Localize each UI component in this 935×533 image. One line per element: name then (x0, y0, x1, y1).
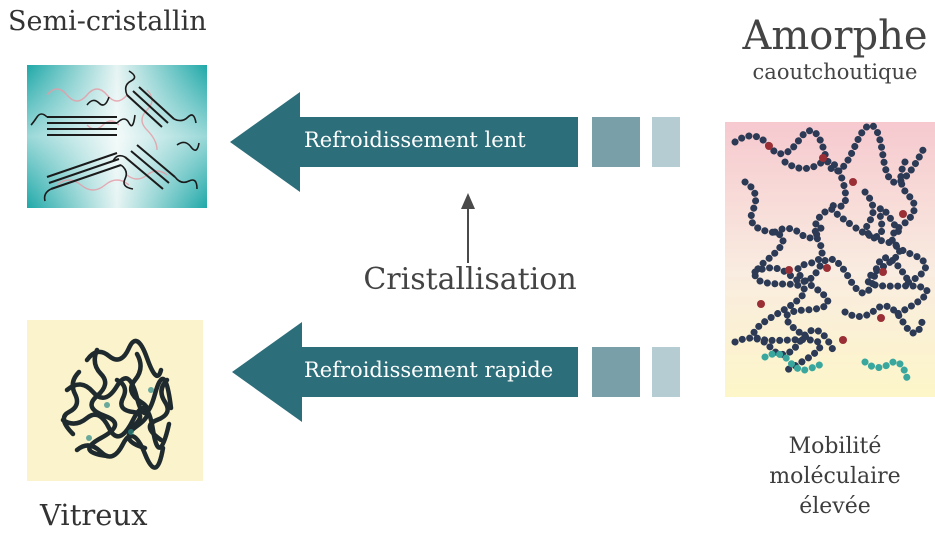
fast-cooling-arrow: Refroidissement rapide (232, 322, 692, 422)
crystallization-label: Cristallisation (363, 262, 577, 297)
mobility-label: Mobilité moléculaire élevée (735, 432, 935, 522)
mobility-line-1: Mobilité (788, 434, 882, 459)
glassy-label: Vitreux (40, 498, 148, 532)
amorphous-network-image (725, 122, 935, 397)
mobility-line-3: élevée (799, 494, 871, 519)
slow-cooling-label: Refroidissement lent (304, 128, 526, 152)
fast-cooling-label: Refroidissement rapide (304, 358, 554, 382)
amorphous-title: Amorphe (742, 13, 928, 59)
glassy-image (27, 320, 203, 481)
crystallization-arrow (458, 193, 478, 265)
rubbery-subtitle: caoutchoutique (752, 60, 918, 84)
mobility-line-2: moléculaire (769, 464, 901, 489)
semi-crystalline-title: Semi-cristallin (8, 6, 207, 37)
slow-cooling-arrow: Refroidissement lent (230, 92, 690, 192)
semi-crystalline-image (27, 65, 207, 208)
